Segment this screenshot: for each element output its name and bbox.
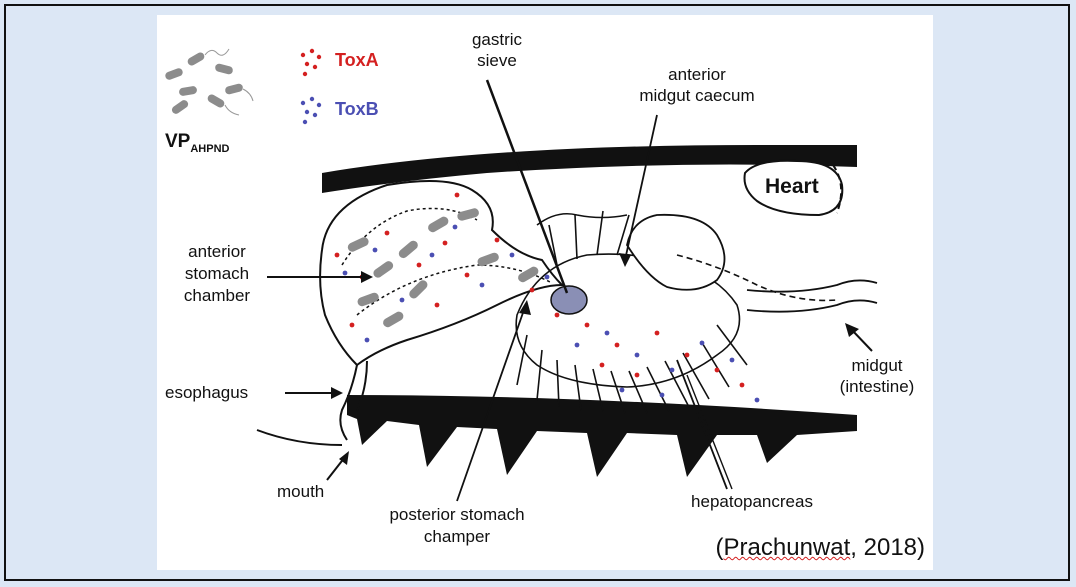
hepatopancreas-label: hepatopancreas bbox=[691, 492, 813, 511]
esophagus-callout: esophagus bbox=[165, 383, 343, 402]
mouth-outline bbox=[257, 430, 342, 445]
toxa-dots-icon bbox=[301, 49, 321, 76]
diagram-canvas: VPAHPND ToxA ToxB Heart bbox=[157, 15, 933, 570]
mouth-label: mouth bbox=[277, 482, 324, 501]
heart-label: Heart bbox=[765, 175, 819, 198]
gastric-label-line2: sieve bbox=[477, 51, 517, 70]
caecum-label-line1: anterior bbox=[668, 65, 726, 84]
shrimp-digestive-diagram: VPAHPND ToxA ToxB Heart bbox=[157, 15, 933, 570]
toxa-label: ToxA bbox=[335, 50, 379, 70]
midgut-tube bbox=[747, 280, 877, 311]
gastric-sieve bbox=[551, 286, 587, 314]
midgut-label-line1: midgut bbox=[851, 356, 902, 375]
stomach-label-line1: anterior bbox=[188, 242, 246, 261]
toxb-label: ToxB bbox=[335, 99, 379, 119]
toxb-dots-icon bbox=[301, 97, 321, 124]
posterior-label-line1: posterior stomach bbox=[389, 505, 524, 524]
bacteria-legend-icon bbox=[164, 49, 253, 115]
midgut-label-line2: (intestine) bbox=[840, 377, 915, 396]
mouth-callout: mouth bbox=[277, 451, 349, 501]
stomach-label-line2: stomach bbox=[185, 264, 249, 283]
midgut-callout: midgut (intestine) bbox=[840, 323, 915, 396]
gastric-label-line1: gastric bbox=[472, 30, 523, 49]
bacteria-in-stomach bbox=[346, 207, 540, 329]
esophagus-label: esophagus bbox=[165, 383, 248, 402]
anterior-midgut-caecum bbox=[627, 215, 725, 290]
posterior-label-line2: champer bbox=[424, 527, 490, 546]
caecum-label-line2: midgut caecum bbox=[639, 86, 754, 105]
stomach-inner-lining bbox=[342, 208, 477, 265]
stomach-label-line3: chamber bbox=[184, 286, 250, 305]
citation: (Prachunwat, 2018) bbox=[716, 534, 925, 562]
vp-label: VPAHPND bbox=[165, 131, 230, 155]
